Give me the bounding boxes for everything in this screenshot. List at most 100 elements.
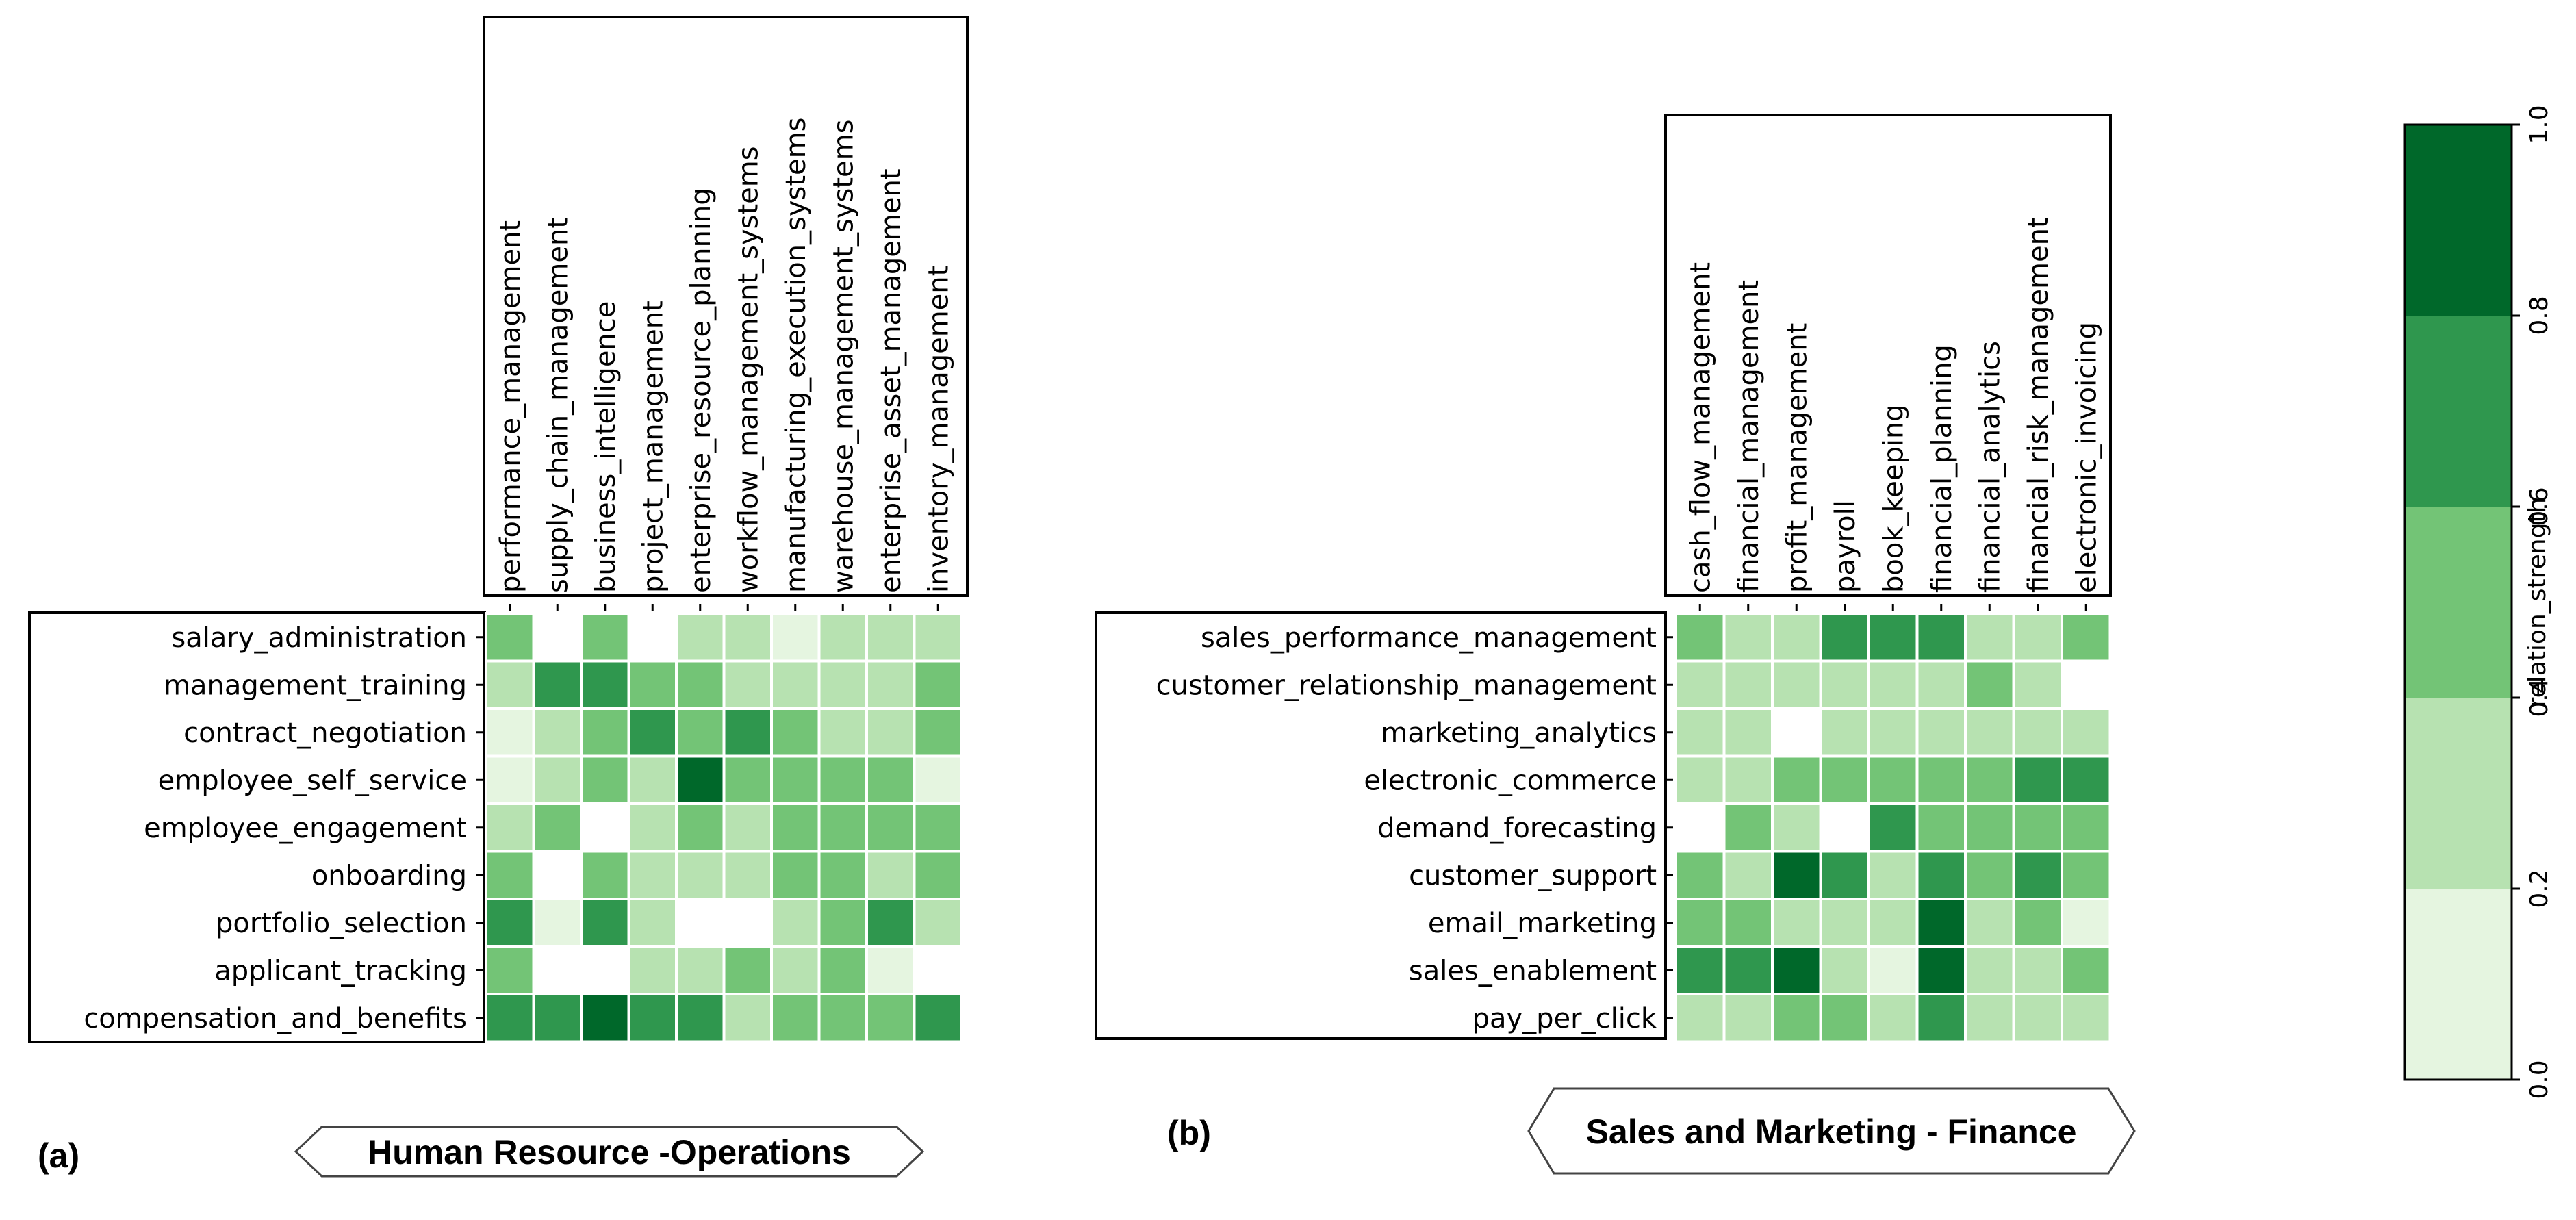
heatmap-cell [580,898,630,948]
heatmap-cell [817,993,868,1043]
heatmap-cell [675,754,726,805]
heatmap-cell [1915,802,1967,853]
heatmap-cell [2061,850,2112,900]
heatmap-cell [1674,850,1726,900]
heatmap-cell [722,993,773,1043]
heatmap-cell [1867,707,1919,758]
heatmap-cell [1964,993,2015,1043]
heatmap-cell [1722,612,1774,663]
panel-a-title: Human Resource -Operations [368,1133,851,1171]
heatmap-cell [627,850,678,900]
heatmap-cell [817,802,868,853]
panel-a-title-box [294,1126,925,1178]
row-label: onboarding [311,860,467,891]
heatmap-cell [1722,850,1774,900]
panel-a-column-label-frame [483,16,969,597]
row-label: pay_per_click [1472,1003,1657,1034]
heatmap-cell [1771,802,1822,853]
heatmap-cell [580,659,630,710]
heatmap-cell [1867,612,1919,663]
heatmap-cell [722,945,773,995]
colorbar-label: relation_strength [2523,498,2551,708]
heatmap-cell [865,802,916,853]
heatmap-cell [1964,612,2015,663]
panel-b-title-box [1527,1087,2136,1175]
heatmap-cell [1771,898,1822,948]
heatmap-cell [1819,945,1870,995]
column-label: enterprise_resource_planning [685,188,717,593]
column-label: book_keeping [1878,404,1909,593]
heatmap-cell [770,898,821,948]
heatmap-cell [1867,850,1919,900]
heatmap-cell [532,754,583,805]
heatmap-cell [1819,612,1870,663]
heatmap-cell [1819,898,1870,948]
row-label: demand_forecasting [1377,813,1657,844]
row-label: compensation_and_benefits [84,1003,467,1034]
column-label: financial_analytics [1974,341,2006,593]
heatmap-cell [722,707,773,758]
heatmap-cell [485,850,535,900]
heatmap-cell [817,707,868,758]
heatmap-cell [2012,612,2063,663]
heatmap-cell [865,993,916,1043]
panel-b-label: (b) [1167,1114,1211,1152]
colorbar-segment [2405,507,2512,698]
heatmap-cell [2012,659,2063,710]
heatmap-cell [580,754,630,805]
colorbar-segment [2405,698,2512,889]
row-label: customer_support [1409,860,1657,891]
heatmap-cell [627,707,678,758]
heatmap-cell [865,659,916,710]
heatmap-cell [2012,945,2063,995]
panel-b-row-label-frame [1095,611,1667,1040]
colorbar-tick-label: 0.8 [2525,296,2553,335]
heatmap-cell [2061,707,2112,758]
row-label: applicant_tracking [214,955,467,987]
heatmap-cell [913,850,963,900]
heatmap-cell [627,945,678,995]
colorbar-tick-label: 0.0 [2525,1060,2553,1099]
heatmap-cell [1819,707,1870,758]
heatmap-cell [485,993,535,1043]
heatmap-cell [2012,707,2063,758]
heatmap-cell [627,802,678,853]
heatmap-cell [1722,898,1774,948]
row-label: sales_enablement [1409,955,1657,987]
heatmap-cell [865,898,916,948]
heatmap-cell [627,754,678,805]
heatmap-cell [1915,898,1967,948]
heatmap-cell [1674,612,1726,663]
colorbar-segment [2405,125,2512,316]
heatmap-cell [675,802,726,853]
panel-b-title: Sales and Marketing - Finance [1586,1113,2077,1151]
heatmap-cell [1674,898,1726,948]
heatmap-cell [2012,802,2063,853]
column-label: payroll [1830,500,1861,593]
heatmap-cell [675,993,726,1043]
heatmap-cell [1915,659,1967,710]
heatmap-cell [770,993,821,1043]
heatmap-cell [1915,993,1967,1043]
heatmap-cell [913,898,963,948]
heatmap-cell [817,659,868,710]
heatmap-cell [770,659,821,710]
heatmap-cell [1867,659,1919,710]
heatmap-cell [1964,898,2015,948]
heatmap-cell [2061,754,2112,805]
heatmap-cell [1722,754,1774,805]
column-label: workflow_management_systems [732,146,764,593]
heatmap-cell [1771,993,1822,1043]
heatmap-cell [2012,898,2063,948]
heatmap-cell [1915,754,1967,805]
heatmap-cell [1964,802,2015,853]
heatmap-cell [722,850,773,900]
panel-b-column-label-frame [1664,114,2112,597]
heatmap-cell [627,659,678,710]
heatmap-cell [770,850,821,900]
heatmap-cell [485,707,535,758]
heatmap-cell [913,754,963,805]
heatmap-cell [1964,945,2015,995]
heatmap-cell [722,802,773,853]
